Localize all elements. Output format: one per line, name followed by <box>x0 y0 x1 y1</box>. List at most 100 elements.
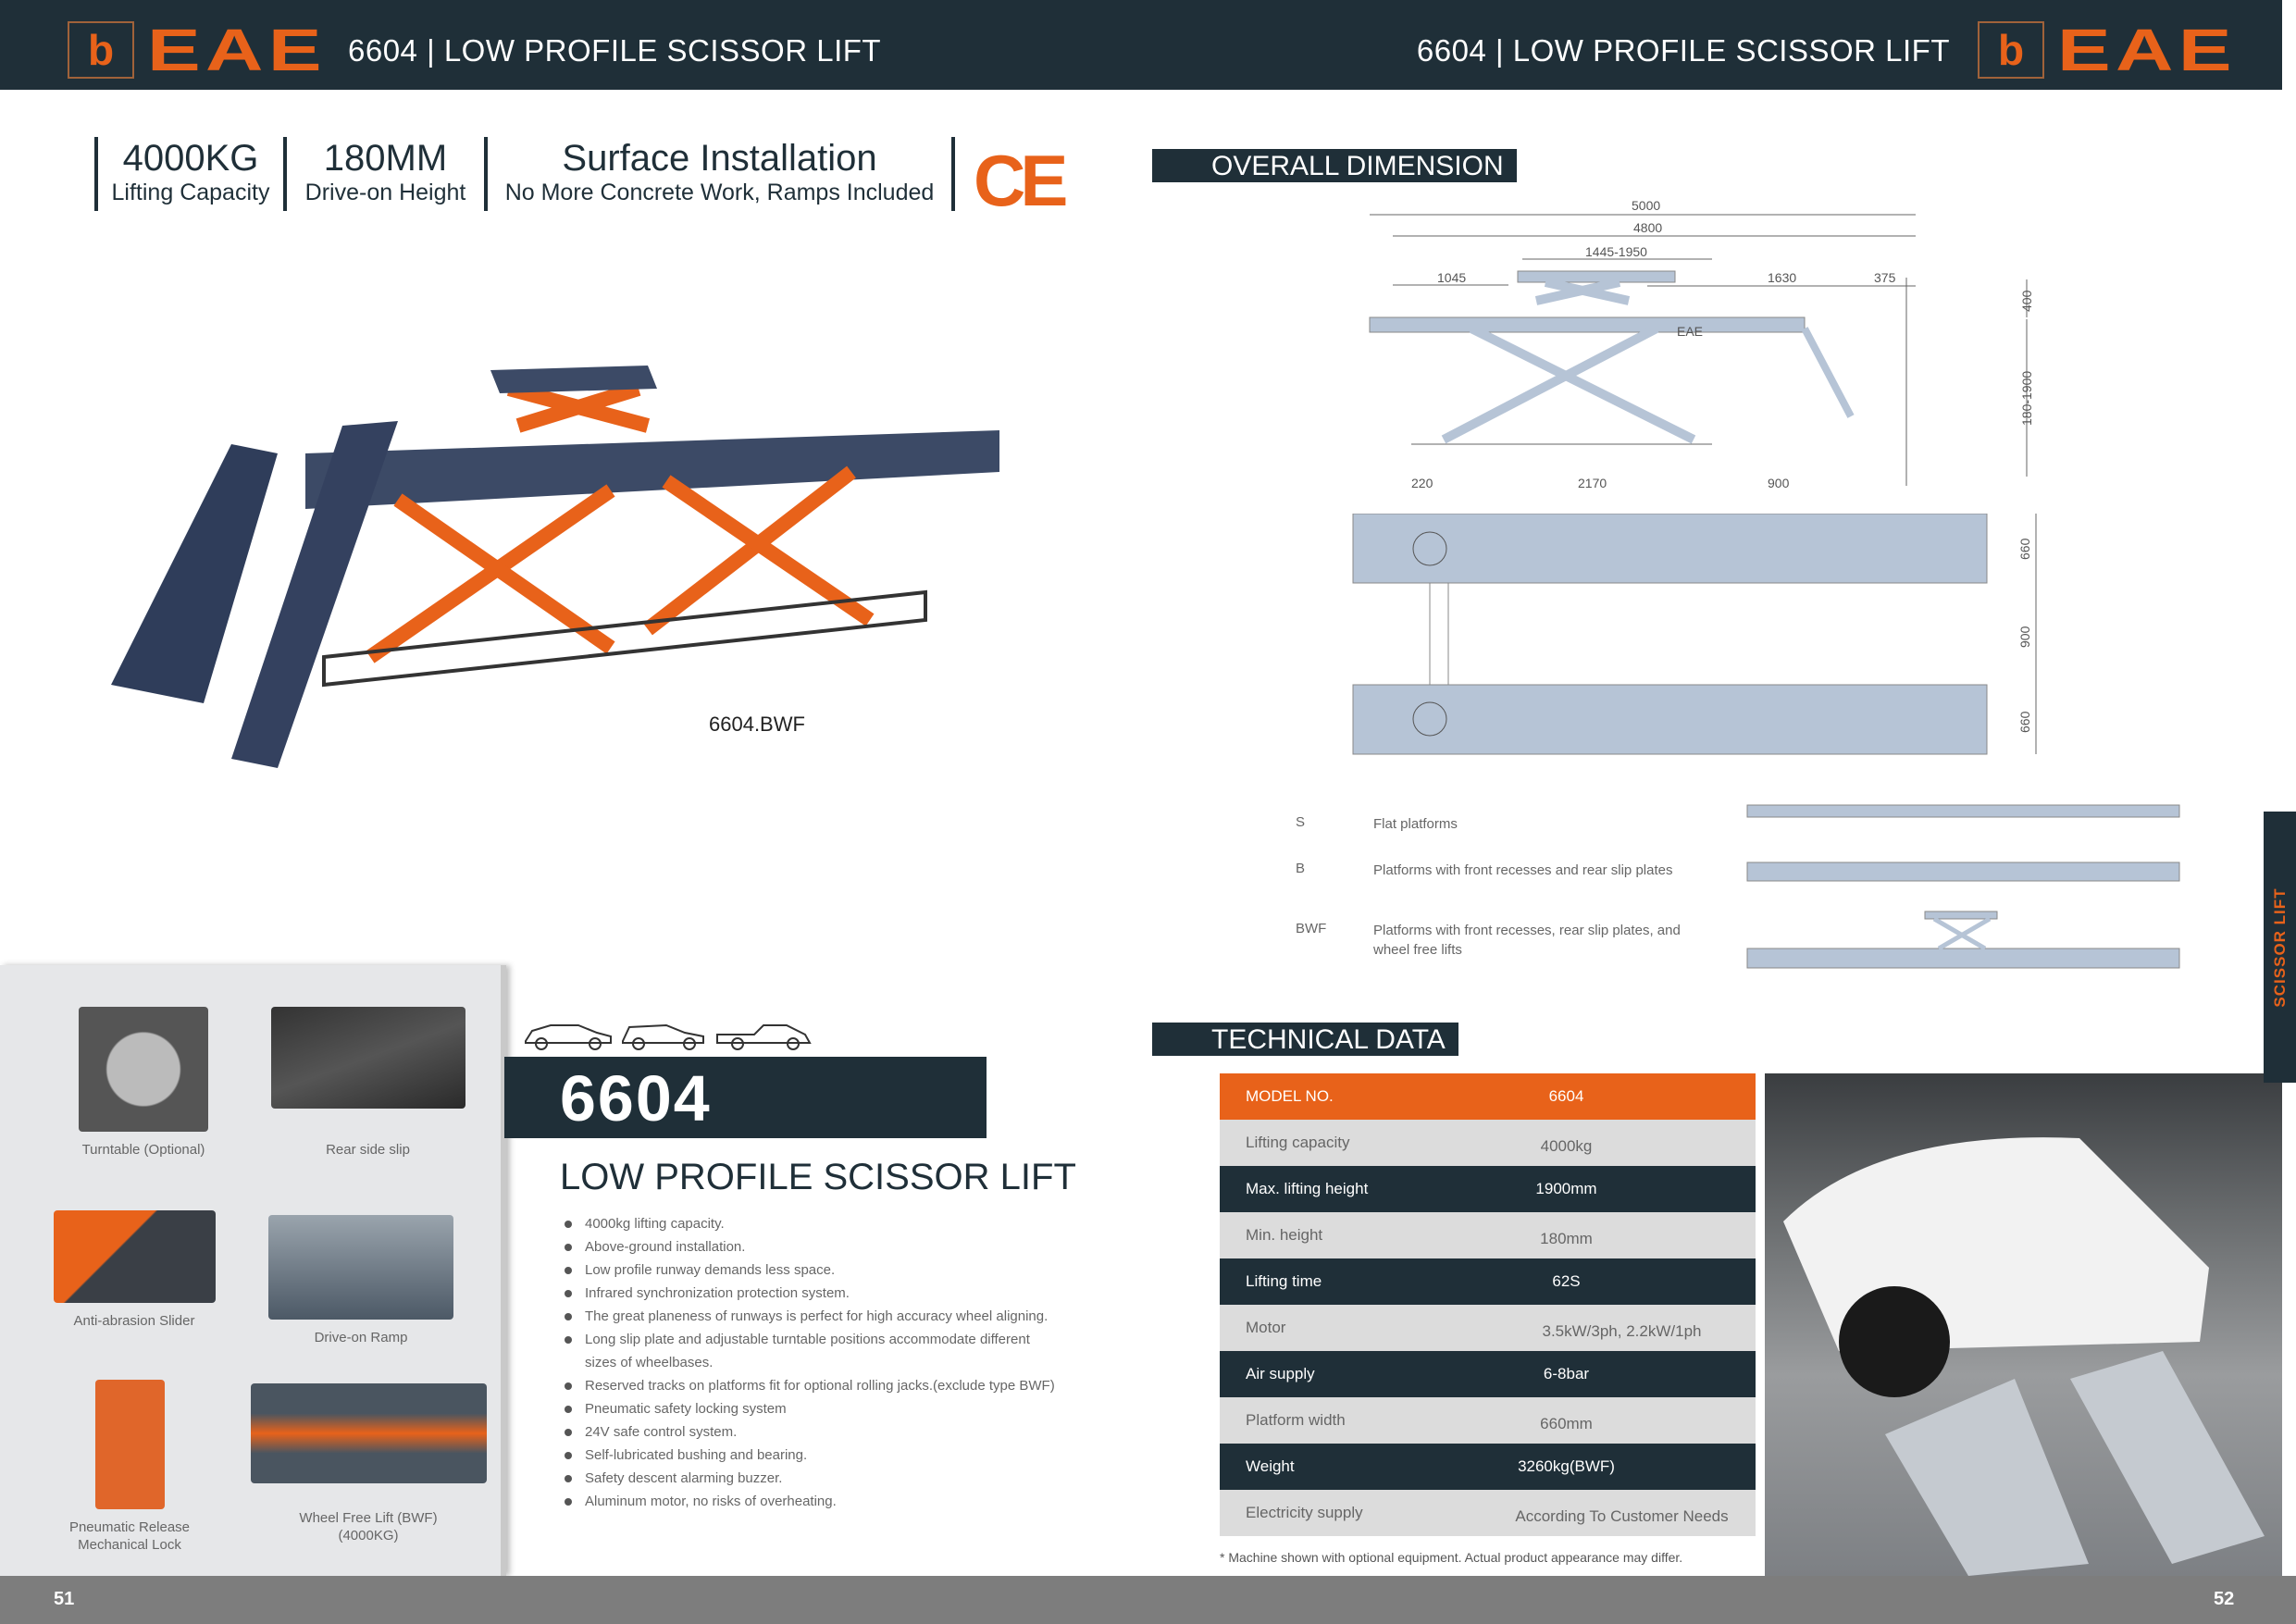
platform-brand-plate: EAE <box>1677 324 1703 339</box>
dim-base-left: 220 <box>1411 476 1433 490</box>
installation-photo <box>1765 1073 2282 1576</box>
product-image-label: 6604.BWF <box>709 713 805 736</box>
turntable-image <box>79 1007 208 1132</box>
spec-key: Electricity supply <box>1246 1504 1363 1521</box>
top-view-drawing: 660 900 660 <box>1352 514 2037 755</box>
dim-wfl-height: 400 <box>2019 290 2034 312</box>
ramp <box>2070 1351 2265 1564</box>
ce-mark: CE <box>974 140 1068 221</box>
car-wheel <box>1839 1286 1950 1397</box>
accessory-label: Wheel Free Lift (BWF) (4000KG) <box>299 1510 438 1543</box>
stat-installation: Surface Installation No More Concrete Wo… <box>484 137 955 211</box>
dim-rear: 1630 <box>1768 270 1796 285</box>
spec-key: Lifting time <box>1246 1272 1322 1290</box>
side-view-platform <box>1369 316 1806 333</box>
ramp-left <box>111 444 278 703</box>
spec-key: Motor <box>1246 1319 1286 1336</box>
overall-dimension-heading: OVERALL DIMENSION <box>1152 149 1517 182</box>
variant-b-drawing <box>1746 862 2180 882</box>
stat-value: 180MM <box>323 138 448 179</box>
feature-item: Self-lubricated bushing and bearing. <box>565 1444 1083 1467</box>
model-number: 6604 <box>504 1057 987 1138</box>
accessory-turntable: Turntable (Optional) <box>51 1007 236 1159</box>
vehicle-type-icons <box>525 1023 812 1050</box>
spec-key: Air supply <box>1246 1365 1315 1382</box>
section-side-tab: SCISSOR LIFT <box>2264 812 2296 1083</box>
wagon-icon <box>622 1023 704 1044</box>
page-number-left: 51 <box>54 1589 75 1609</box>
turntable-icon <box>1412 701 1447 737</box>
spec-value: 4000kg <box>1540 1137 1593 1155</box>
variant-desc: Platforms with front recesses, rear slip… <box>1373 923 1681 958</box>
table-row: MODEL NO.6604 <box>1220 1073 1756 1120</box>
feature-item: Aluminum motor, no risks of overheating. <box>565 1490 1083 1513</box>
side-view-scissor <box>1441 278 1696 444</box>
feature-item: Infrared synchronization protection syst… <box>565 1282 1083 1305</box>
spec-value: 3.5kW/3ph, 2.2kW/1ph <box>1542 1322 1702 1340</box>
spec-value: 62S <box>1552 1272 1581 1290</box>
pickup-icon <box>716 1024 812 1044</box>
accessory-label: Pneumatic Release Mechanical Lock <box>68 1519 191 1553</box>
spec-value: 660mm <box>1540 1415 1593 1432</box>
product-render <box>111 366 999 768</box>
table-row: Motor 3.5kW/3ph, 2.2kW/1ph <box>1220 1305 1756 1351</box>
dim-gap: 900 <box>2017 626 2032 648</box>
spec-value: 6-8bar <box>1543 1365 1590 1382</box>
brand-logo-left: b EAE <box>68 16 321 84</box>
stat-value: 4000KG <box>122 138 259 179</box>
variant-code: BWF <box>1296 921 1327 936</box>
accessory-wheel-free-lift: Wheel Free Lift (BWF) (4000KG) <box>248 1383 489 1544</box>
spec-key: Max. lifting height <box>1246 1180 1369 1197</box>
spec-key: Weight <box>1246 1457 1295 1475</box>
table-row: Min. height 180mm <box>1220 1212 1756 1258</box>
logo-mark-icon: b <box>68 21 134 79</box>
top-view-runway <box>1352 684 1988 755</box>
variant-desc: Flat platforms <box>1373 816 1458 832</box>
accessory-lock: Pneumatic Release Mechanical Lock <box>37 1380 222 1554</box>
feature-item: The great planeness of runways is perfec… <box>565 1305 1083 1328</box>
variant-code: S <box>1296 814 1306 830</box>
lift-runway <box>305 430 999 509</box>
footnote: * Machine shown with optional equipment.… <box>1220 1550 1683 1565</box>
variant-code: B <box>1296 861 1306 876</box>
header-bar: b EAE 6604 | LOW PROFILE SCISSOR LIFT 66… <box>0 0 2282 90</box>
page-title-left: 6604 | LOW PROFILE SCISSOR LIFT <box>348 33 882 68</box>
stat-label: Lifting Capacity <box>111 180 270 205</box>
spec-key: Min. height <box>1246 1226 1323 1244</box>
scissor-arms <box>366 381 875 663</box>
stat-value: Surface Installation <box>562 138 877 179</box>
dim-platform: 4800 <box>1633 220 1662 235</box>
accessory-ramp: Drive-on Ramp <box>268 1215 453 1346</box>
spec-value: 180mm <box>1540 1230 1593 1247</box>
accessory-label: Anti-abrasion Slider <box>73 1313 195 1329</box>
variant-desc: Platforms with front recesses and rear s… <box>1373 862 1673 878</box>
variant-bwf-drawing <box>1746 948 2180 969</box>
feature-item: 4000kg lifting capacity. <box>565 1212 1083 1235</box>
accessory-label: Rear side slip <box>326 1142 410 1158</box>
dim-total: 5000 <box>1632 198 1660 213</box>
top-view-runway <box>1352 514 1988 584</box>
ramp-image <box>268 1215 453 1320</box>
table-row: Weight 3260kg(BWF) <box>1220 1444 1756 1490</box>
accessories-panel: Turntable (Optional) Rear side slip Anti… <box>0 965 506 1576</box>
spec-key: Platform width <box>1246 1411 1346 1429</box>
brand-name: EAE <box>147 17 327 83</box>
sedan-icon <box>525 1024 612 1044</box>
product-title: LOW PROFILE SCISSOR LIFT <box>560 1157 1076 1197</box>
feature-item: Long slip plate and adjustable turntable… <box>565 1328 1064 1374</box>
spec-value: 3260kg(BWF) <box>1518 1457 1615 1475</box>
logo-mark-icon: b <box>1978 21 2044 79</box>
page-number-right: 52 <box>2214 1589 2235 1609</box>
ramp-right <box>231 421 398 768</box>
side-tab-label: SCISSOR LIFT <box>2270 886 2289 1008</box>
dim-base-right: 900 <box>1768 476 1790 490</box>
accessory-slider: Anti-abrasion Slider <box>42 1210 227 1330</box>
spec-value: According To Customer Needs <box>1515 1507 1729 1525</box>
feature-item: Reserved tracks on platforms fit for opt… <box>565 1374 1083 1397</box>
feature-item: Low profile runway demands less space. <box>565 1258 1083 1282</box>
lock-image <box>94 1380 165 1509</box>
spec-value: 6604 <box>1548 1087 1584 1105</box>
brand-logo-right: b EAE <box>1978 16 2231 84</box>
